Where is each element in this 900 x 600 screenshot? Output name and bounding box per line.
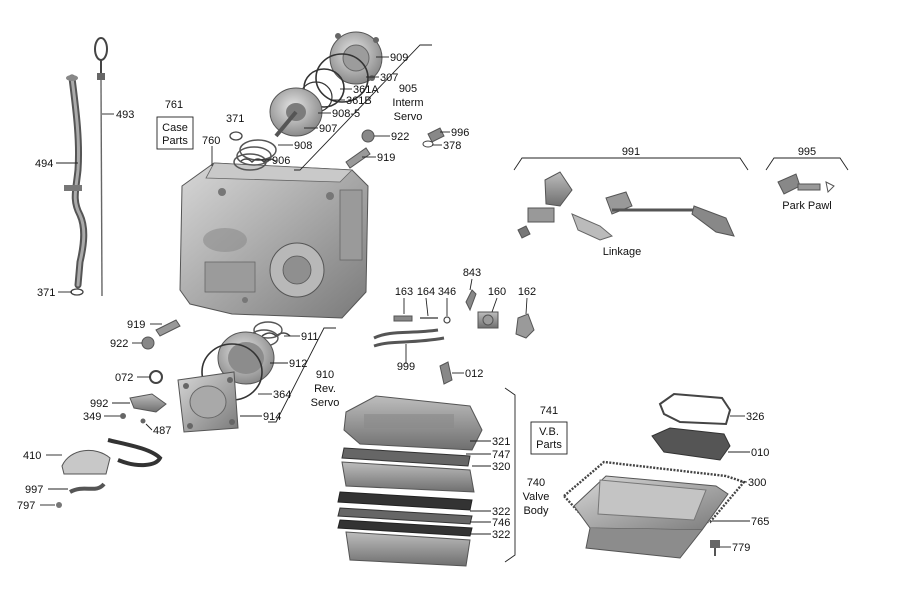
case-parts-number: 761 [165,99,183,111]
vb-parts-number: 741 [540,405,558,417]
linkage-caption: Linkage [603,246,642,258]
small-parts-top-illustration [345,127,445,169]
oil-pan-illustration [562,392,747,559]
part-label-307: 307 [380,72,398,84]
part-label-371-top: 371 [226,113,244,125]
interm-servo-illustration [233,31,383,171]
part-label-992: 992 [90,398,108,410]
valve-body-label-line1: Valve [523,491,550,503]
part-label-160: 160 [488,286,506,298]
part-label-349: 349 [83,411,101,423]
part-label-991: 991 [622,146,640,158]
case-parts-line2: Parts [162,135,188,147]
part-label-909: 909 [390,52,408,64]
part-label-322-lower: 322 [492,529,510,541]
part-label-162: 162 [518,286,536,298]
part-label-346: 346 [438,286,456,298]
part-label-995: 995 [798,146,816,158]
part-label-912: 912 [289,358,307,370]
rev-servo-illustration [177,321,291,433]
park-pawl-illustration [777,173,835,195]
park-pawl-bracket [765,157,849,171]
part-label-164: 164 [417,286,435,298]
part-label-746: 746 [492,517,510,529]
dipstick-illustration [94,37,108,297]
part-label-010: 010 [751,447,769,459]
small-parts-middle-illustration [373,289,535,385]
part-label-371-bottom: 371 [37,287,55,299]
case-parts-line1: Case [162,122,188,134]
interm-servo-number: 905 [399,83,417,95]
part-label-765: 765 [751,516,769,528]
part-label-361b: 361B [346,95,372,107]
part-label-361a: 361A [353,84,379,96]
valve-body-number: 740 [527,477,545,489]
interm-servo-label-line2: Servo [394,111,423,123]
vb-parts-box [530,421,568,455]
case-parts-box [156,116,194,150]
part-label-494: 494 [35,158,53,170]
part-label-322-upper: 322 [492,506,510,518]
rev-servo-label-line2: Servo [311,397,340,409]
part-label-996: 996 [451,127,469,139]
part-label-919-top: 919 [377,152,395,164]
part-label-914: 914 [263,411,281,423]
interm-servo-bracket [294,44,432,171]
rev-servo-bracket [268,327,336,423]
valve-body-bracket [504,387,516,563]
part-label-493: 493 [116,109,134,121]
part-label-922-bottom: 922 [110,338,128,350]
o-ring-371-bottom-illustration [70,288,84,296]
part-label-919-bottom: 919 [127,319,145,331]
part-label-321: 321 [492,436,510,448]
part-label-320: 320 [492,461,510,473]
valve-body-label-line2: Body [523,505,549,517]
part-label-378: 378 [443,140,461,152]
part-label-012: 012 [465,368,483,380]
part-label-997: 997 [25,484,43,496]
o-ring-371-top-illustration [229,131,243,141]
rev-servo-number: 910 [316,369,334,381]
dipstick-tube-illustration [64,74,88,289]
part-label-906: 906 [272,155,290,167]
interm-servo-label-line1: Interm [392,97,423,109]
part-label-779: 779 [732,542,750,554]
rev-servo-label-line1: Rev. [314,383,336,395]
part-label-908-5: 908-5 [332,108,360,120]
part-label-797: 797 [17,500,35,512]
part-label-410: 410 [23,450,41,462]
part-label-760: 760 [202,135,220,147]
park-pawl-caption: Park Pawl [782,200,832,212]
linkage-illustration [517,171,735,241]
part-label-163: 163 [395,286,413,298]
part-label-999: 999 [397,361,415,373]
part-label-922-top: 922 [391,131,409,143]
small-parts-left-illustration [56,319,181,508]
vb-parts-line2: Parts [536,439,562,451]
part-label-364: 364 [273,389,291,401]
leader-lines [40,56,750,548]
transmission-case-illustration [179,162,369,319]
part-label-911: 911 [301,331,319,343]
vb-parts-line1: V.B. [539,426,559,438]
part-label-747: 747 [492,449,510,461]
part-label-487: 487 [153,425,171,437]
linkage-bracket [513,157,749,171]
part-label-907: 907 [319,123,337,135]
part-label-326: 326 [746,411,764,423]
valve-body-illustration [337,395,483,567]
part-label-072: 072 [115,372,133,384]
part-label-843: 843 [463,267,481,279]
part-label-300: 300 [748,477,766,489]
part-label-908: 908 [294,140,312,152]
